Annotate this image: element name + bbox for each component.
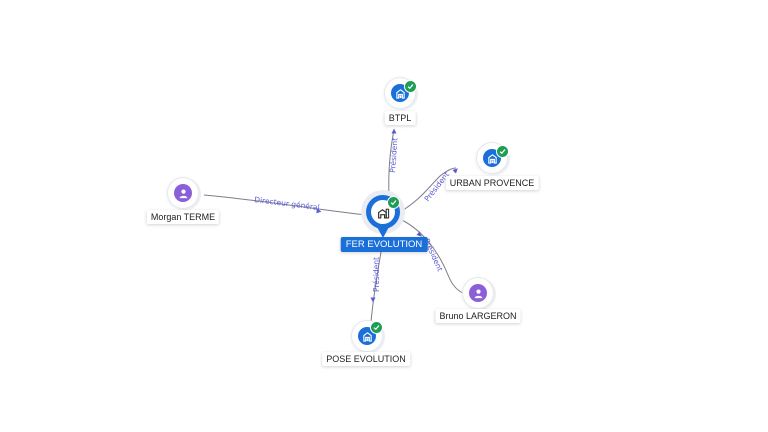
node-label-urban-provence[interactable]: URBAN PROVENCE <box>445 176 539 190</box>
edge-btpl <box>388 129 395 197</box>
verified-check-icon <box>404 80 417 93</box>
node-label-bruno-largeron[interactable]: Bruno LARGERON <box>435 309 521 323</box>
person-icon <box>174 184 192 202</box>
verified-check-icon <box>370 321 383 334</box>
verified-check-icon <box>496 145 509 158</box>
edge-urban <box>399 167 457 213</box>
node-label-pose-evolution[interactable]: POSE EVOLUTION <box>322 352 410 366</box>
edge-label-btpl: Président <box>388 138 399 174</box>
verified-check-icon <box>387 196 400 209</box>
person-icon <box>469 284 487 302</box>
node-label-fer-evolution[interactable]: FER EVOLUTION <box>340 237 428 252</box>
edge-pose <box>370 251 382 323</box>
edge-label-pose: Président <box>372 257 381 292</box>
edge-label-morgan: Directeur général <box>254 195 320 212</box>
edge-morgan <box>203 194 367 216</box>
node-label-btpl[interactable]: BTPL <box>384 111 416 125</box>
node-label-morgan-terme[interactable]: Morgan TERME <box>146 210 220 224</box>
